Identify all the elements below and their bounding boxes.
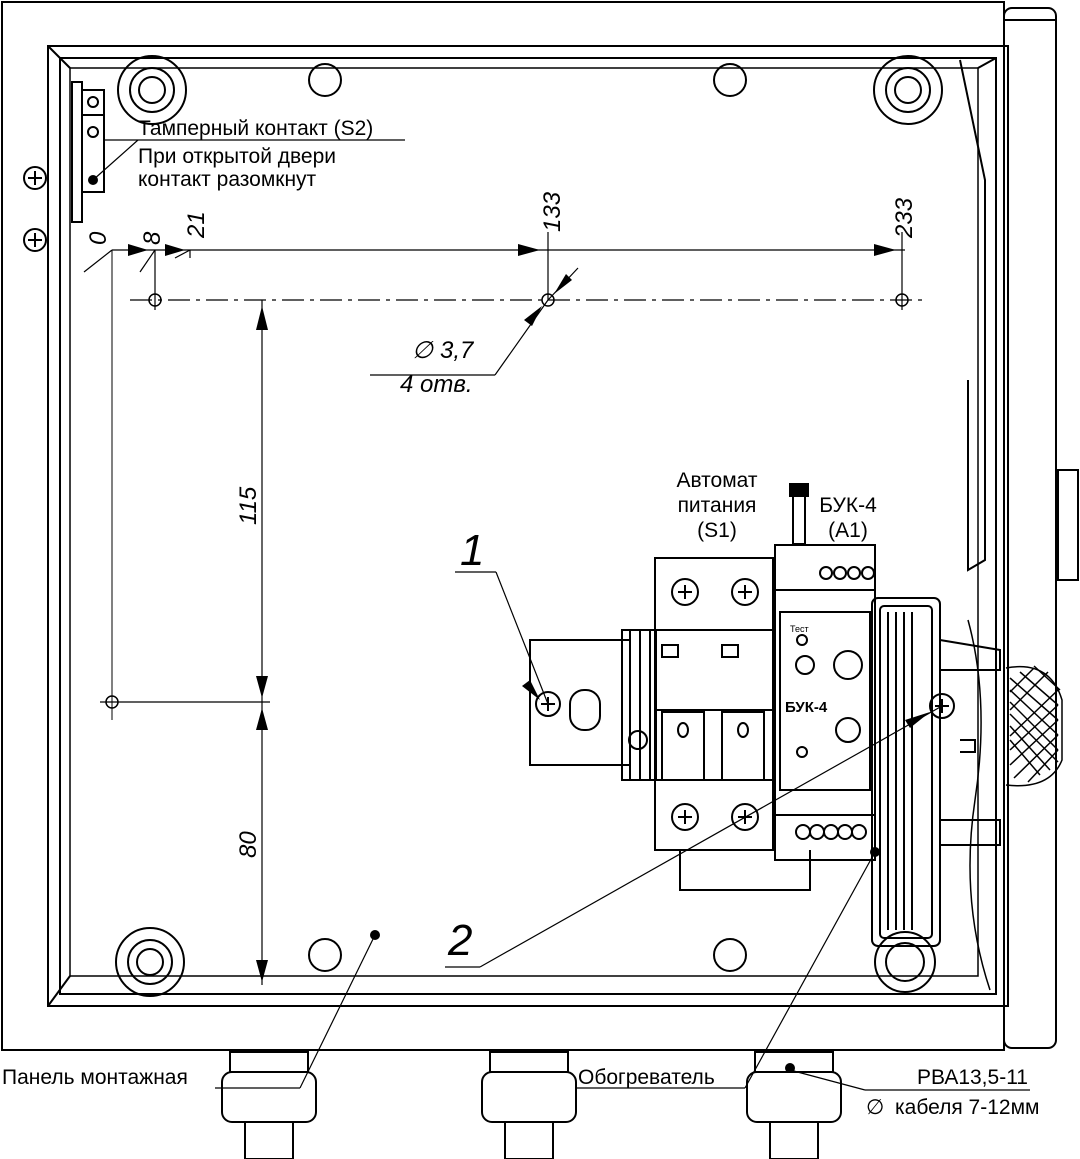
dim-133: 133 [539, 191, 566, 232]
tamper-switch [81, 89, 105, 193]
housing-inner-frame-2 [59, 57, 997, 995]
tamper-bracket [71, 81, 83, 223]
diameter-symbol: ∅ [866, 1096, 884, 1119]
dim-80: 80 [235, 831, 262, 858]
callout-1: 1 [460, 526, 484, 575]
breaker-label-3: (S1) [697, 519, 737, 542]
din-rail [529, 639, 631, 766]
gland-cable-label: кабеля 7-12мм [895, 1096, 1039, 1119]
callout-2: 2 [447, 916, 472, 965]
breaker-label-1: Автомат [676, 469, 757, 492]
door-hinge [1057, 469, 1079, 581]
panel-hole [713, 63, 747, 97]
tamper-note-2: контакт разомкнут [138, 168, 317, 191]
panel-hole [308, 63, 342, 97]
dim-21: 21 [183, 211, 210, 239]
buk4-label-2: (A1) [828, 519, 868, 542]
buk4-panel-marks: Тест [790, 624, 809, 634]
dim-115: 115 [235, 486, 262, 525]
housing-inner-frame [47, 45, 1009, 1007]
panel-label: Панель монтажная [2, 1066, 188, 1089]
cable-gland-icon [221, 1051, 842, 1159]
corner-nut-icon [115, 55, 943, 997]
side-screw-icon [23, 166, 47, 252]
circuit-breaker [628, 557, 811, 891]
heater [871, 597, 1001, 947]
dim-0: 0 [85, 231, 112, 245]
panel-hole [308, 938, 342, 972]
tamper-note-1: При открытой двери [138, 145, 336, 168]
cable-sleeve [967, 619, 1063, 991]
dim-233: 233 [891, 197, 918, 239]
dim-8: 8 [139, 231, 166, 245]
hole-diameter-symbol: ∅ [412, 337, 434, 364]
buk4-label-1: БУК-4 [819, 494, 877, 517]
hole-diameter: 3,7 [440, 337, 475, 364]
buk4-face-label: БУК-4 [785, 699, 828, 716]
tamper-title: Тамперный контакт (S2) [138, 117, 373, 140]
panel-hole [713, 938, 747, 972]
buk4-controller [774, 483, 876, 861]
gland-model-label: РВА13,5-11 [917, 1066, 1028, 1089]
hole-count: 4 отв. [400, 371, 473, 398]
door-profile [1003, 7, 1057, 1049]
mounting-panel [69, 67, 979, 977]
breaker-label-2: питания [678, 494, 757, 517]
heater-label: Обогреватель [578, 1066, 715, 1089]
